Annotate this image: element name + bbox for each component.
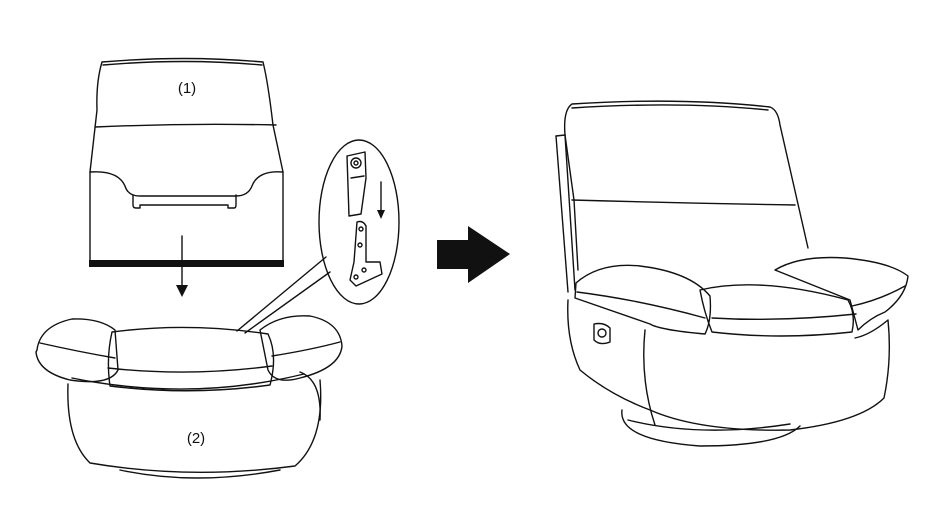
backrest-part: (1) <box>89 57 284 267</box>
part2-label: (2) <box>187 430 205 447</box>
bracket-callout <box>236 139 400 334</box>
part1-label: (1) <box>178 80 196 97</box>
right-arrow-icon <box>437 226 510 283</box>
assembled-chair <box>555 100 909 447</box>
seat-base-part: (2) <box>35 315 343 479</box>
down-arrow-icon <box>176 235 188 297</box>
